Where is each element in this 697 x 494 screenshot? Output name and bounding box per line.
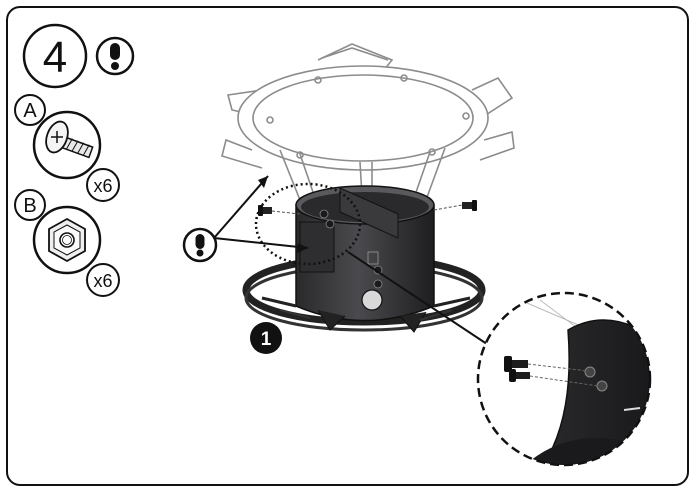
part-b: B x6 bbox=[14, 189, 120, 297]
zoom-screw-icon bbox=[504, 356, 599, 387]
callout-1-label: 1 bbox=[261, 329, 272, 350]
part-a: A x6 bbox=[14, 94, 120, 202]
part-b-quantity: x6 bbox=[93, 271, 112, 291]
step-header: 4 bbox=[22, 23, 135, 89]
screw-left bbox=[258, 205, 301, 216]
step-number-badge bbox=[22, 23, 88, 89]
focus-highlight bbox=[254, 182, 362, 266]
callout-1: 1 bbox=[250, 322, 282, 354]
part-b-letter: B bbox=[23, 195, 36, 217]
step-number: 4 bbox=[43, 33, 67, 82]
caution-callout bbox=[182, 175, 309, 263]
zoom-detail bbox=[476, 291, 652, 467]
hex-nut-icon bbox=[48, 217, 86, 263]
upper-ring-outline bbox=[221, 43, 515, 201]
bolt-icon bbox=[45, 120, 94, 159]
part-a-quantity: x6 bbox=[93, 176, 112, 196]
caution-icon bbox=[95, 36, 135, 76]
caution-icon bbox=[182, 227, 218, 263]
screw-right bbox=[433, 200, 477, 211]
part-a-letter: A bbox=[23, 100, 37, 122]
zoom-leader bbox=[347, 251, 497, 351]
